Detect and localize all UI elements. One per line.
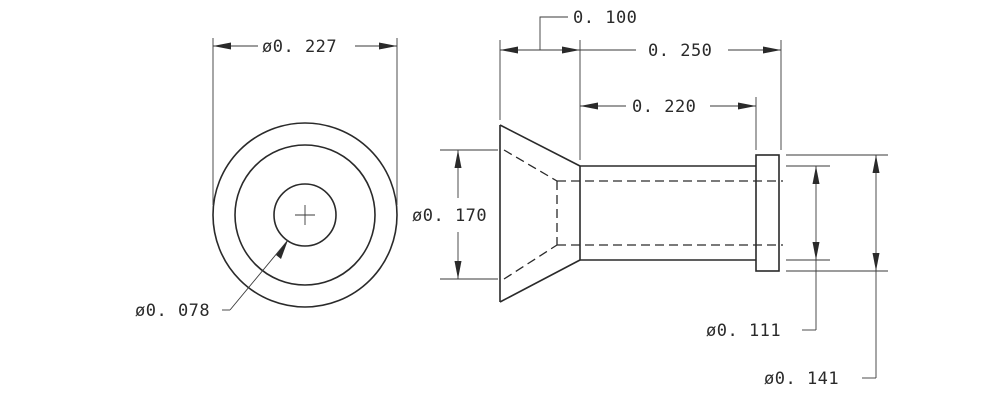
arrowhead <box>872 253 880 271</box>
cone-top-edge <box>499 124 581 167</box>
arrowhead <box>872 155 880 173</box>
arrowhead <box>580 102 598 110</box>
hidden-cone-top <box>503 149 558 182</box>
side-view: 0. 250 0. 100 0. 220 ø0. 170 ø0. 111 <box>412 8 888 389</box>
dimension-label-078: ø0. 078 <box>135 301 210 321</box>
dimension-label-111: ø0. 111 <box>706 321 781 341</box>
hidden-cone-bottom <box>503 244 558 280</box>
cone-bottom-edge <box>499 259 581 303</box>
arrowhead <box>379 42 397 50</box>
dimension-label-227: ø0. 227 <box>262 37 337 57</box>
flange <box>755 154 780 272</box>
dimension-label-170: ø0. 170 <box>412 206 487 226</box>
end-view: ø0. 227 ø0. 078 <box>135 37 398 321</box>
arrowhead <box>454 150 462 168</box>
arrowhead <box>276 240 288 259</box>
leader-line-100 <box>539 16 568 50</box>
arrowhead <box>812 166 820 184</box>
middle-circle <box>234 144 376 286</box>
arrowhead <box>763 46 781 54</box>
arrowhead <box>812 242 820 260</box>
dimension-label-220: 0. 220 <box>632 97 696 117</box>
outer-flange-circle <box>212 122 398 308</box>
arrowhead <box>562 46 580 54</box>
arrowhead <box>738 102 756 110</box>
dimension-label-141: ø0. 141 <box>764 369 839 389</box>
leader-line-078 <box>229 239 289 311</box>
arrowhead <box>500 46 518 54</box>
arrowhead <box>454 261 462 279</box>
dimension-label-250: 0. 250 <box>648 41 712 61</box>
arrowhead <box>213 42 231 50</box>
bore-circle <box>273 183 337 247</box>
dimension-label-100: 0. 100 <box>573 8 637 28</box>
